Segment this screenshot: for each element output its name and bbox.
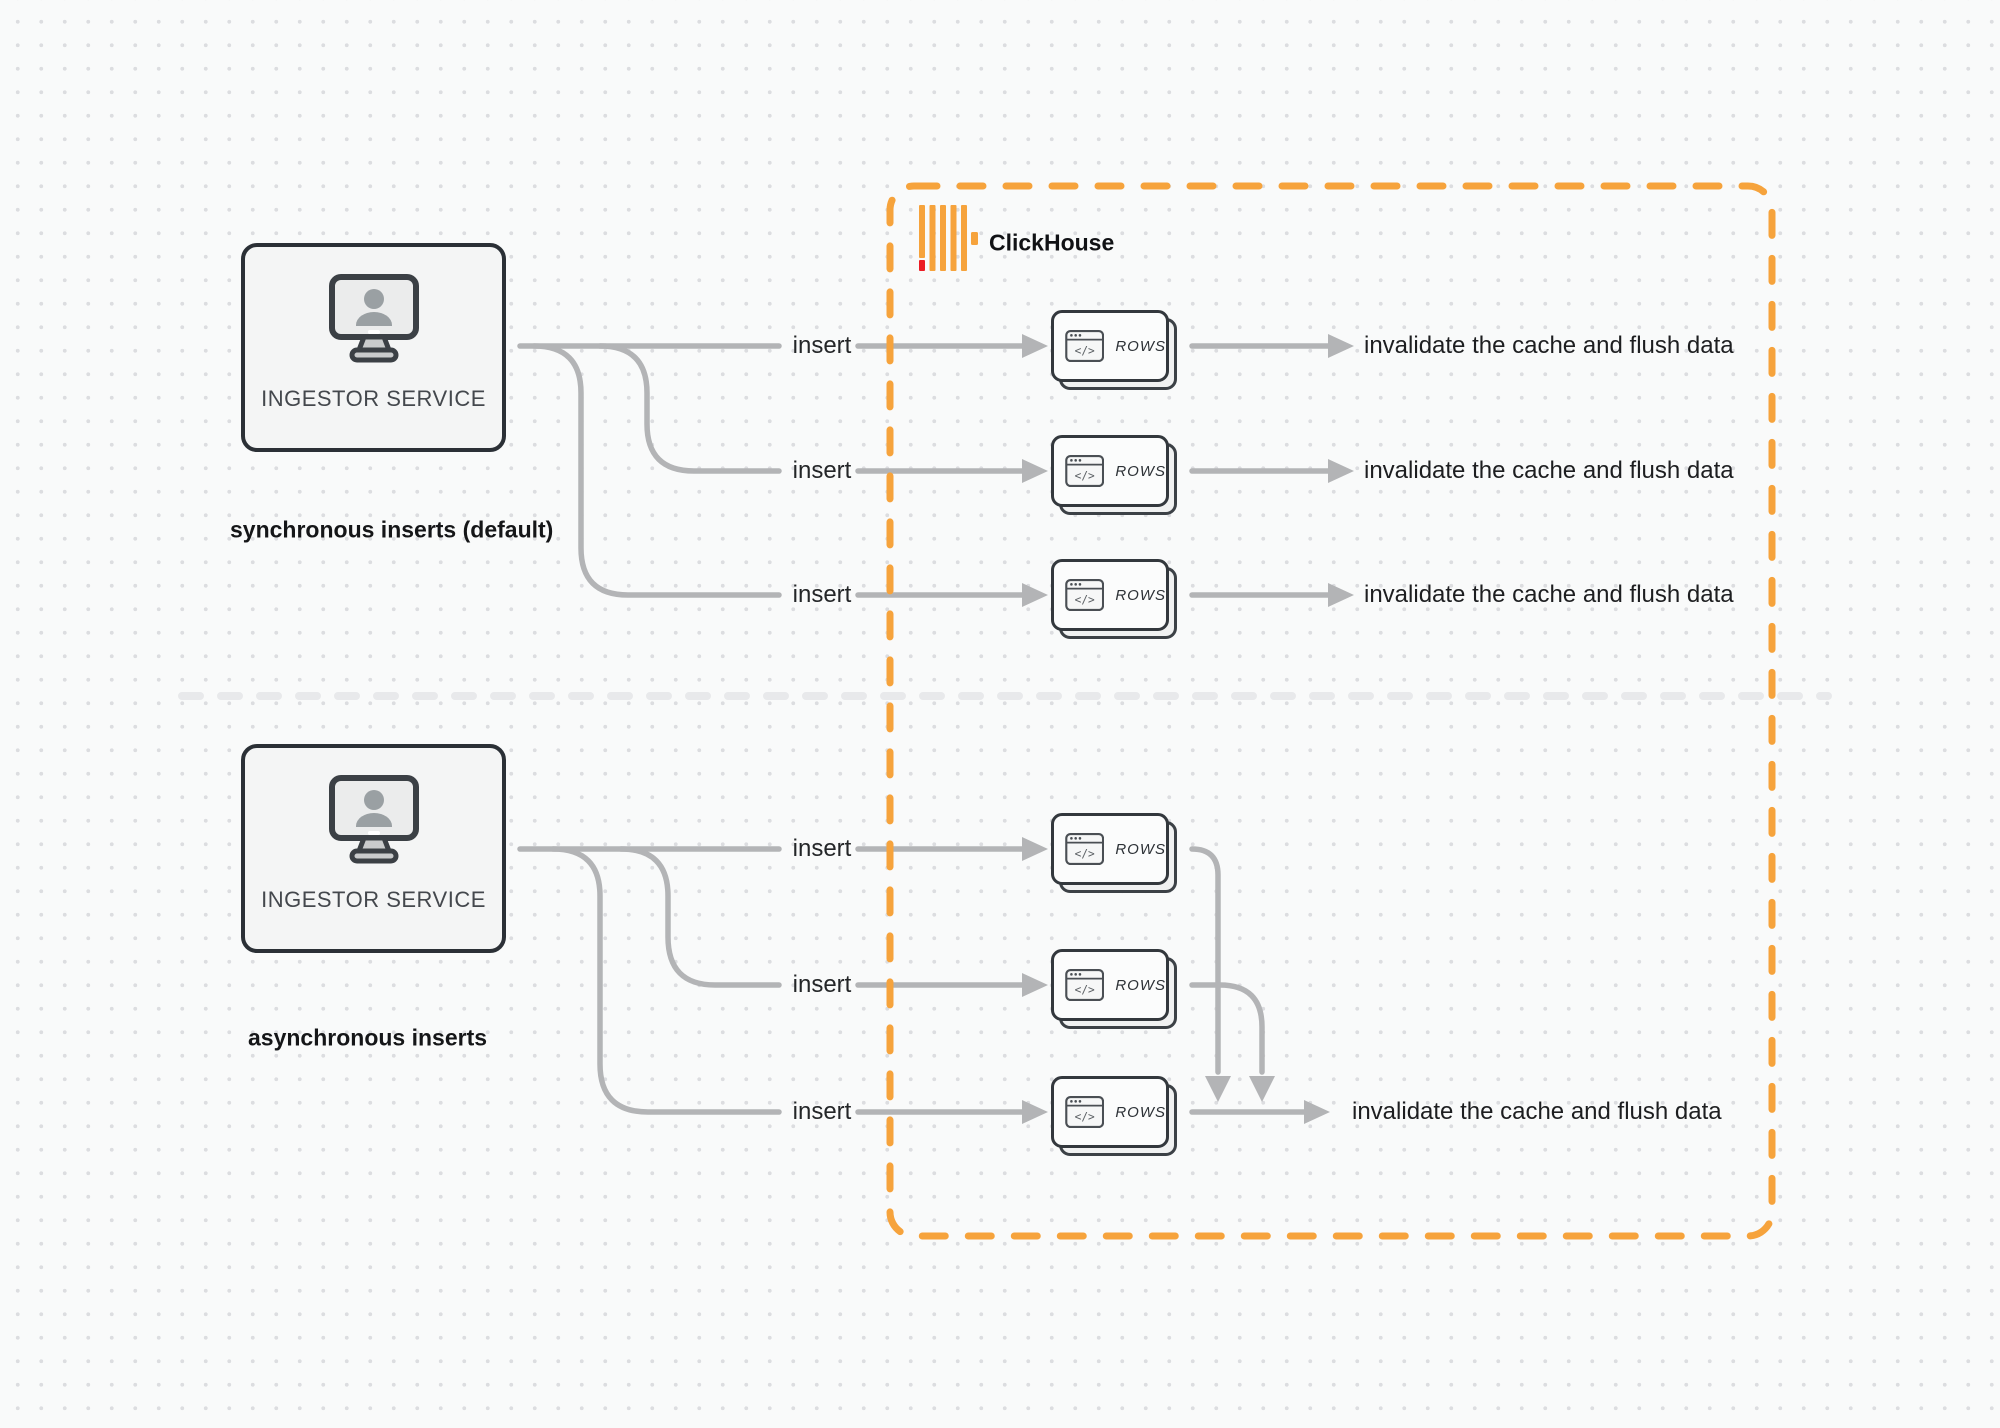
- svg-text:</>: </>: [1075, 984, 1095, 997]
- clickhouse-label: ClickHouse: [989, 229, 1115, 256]
- code-window-icon: </>: [1065, 968, 1105, 1002]
- result-label: invalidate the cache and flush data: [1364, 457, 1734, 484]
- insert-label: insert: [792, 581, 852, 608]
- code-window-icon: </>: [1065, 329, 1105, 363]
- rows-node-label: ROWS: [1115, 976, 1166, 994]
- clickhouse-boundary: [886, 182, 1776, 1240]
- ingestor-service-node-sync: INGESTOR SERVICE: [241, 243, 506, 452]
- rows-node: </> ROWS: [1051, 435, 1177, 515]
- clickhouse-bars-icon: [919, 205, 979, 278]
- code-window-icon: </>: [1065, 578, 1105, 612]
- insert-label: insert: [792, 457, 852, 484]
- code-window-icon: </>: [1065, 454, 1105, 488]
- svg-text:</>: </>: [1075, 345, 1095, 358]
- rows-node-label: ROWS: [1115, 840, 1166, 858]
- result-label: invalidate the cache and flush data: [1352, 1098, 1722, 1125]
- insert-label: insert: [792, 971, 852, 998]
- svg-text:</>: </>: [1075, 470, 1095, 483]
- sync-section-caption: synchronous inserts (default): [230, 516, 554, 543]
- svg-text:</>: </>: [1075, 848, 1095, 861]
- svg-text:</>: </>: [1075, 1111, 1095, 1124]
- ingestor-service-label: INGESTOR SERVICE: [261, 386, 486, 411]
- result-label: invalidate the cache and flush data: [1364, 581, 1734, 608]
- rows-node: </> ROWS: [1051, 559, 1177, 639]
- ingestor-service-label: INGESTOR SERVICE: [261, 887, 486, 912]
- arrowheads: [1022, 334, 1354, 1124]
- code-window-icon: </>: [1065, 1095, 1105, 1129]
- rows-node: </> ROWS: [1051, 1076, 1177, 1156]
- rows-node-label: ROWS: [1115, 586, 1166, 604]
- rows-node: </> ROWS: [1051, 310, 1177, 390]
- async-connectors: [517, 846, 1307, 1115]
- insert-label: insert: [792, 1098, 852, 1125]
- insert-label: insert: [792, 332, 852, 359]
- sync-connectors: [517, 343, 1333, 598]
- monitor-user-icon: [323, 774, 425, 873]
- async-section-caption: asynchronous inserts: [248, 1024, 488, 1051]
- insert-label: insert: [792, 835, 852, 862]
- rows-node-label: ROWS: [1115, 462, 1166, 480]
- rows-node: </> ROWS: [1051, 949, 1177, 1029]
- code-window-icon: </>: [1065, 832, 1105, 866]
- rows-node-label: ROWS: [1115, 1103, 1166, 1121]
- svg-text:</>: </>: [1075, 594, 1095, 607]
- rows-node: </> ROWS: [1051, 813, 1177, 893]
- monitor-user-icon: [323, 273, 425, 372]
- rows-node-label: ROWS: [1115, 337, 1166, 355]
- ingestor-service-node-async: INGESTOR SERVICE: [241, 744, 506, 953]
- result-label: invalidate the cache and flush data: [1364, 332, 1734, 359]
